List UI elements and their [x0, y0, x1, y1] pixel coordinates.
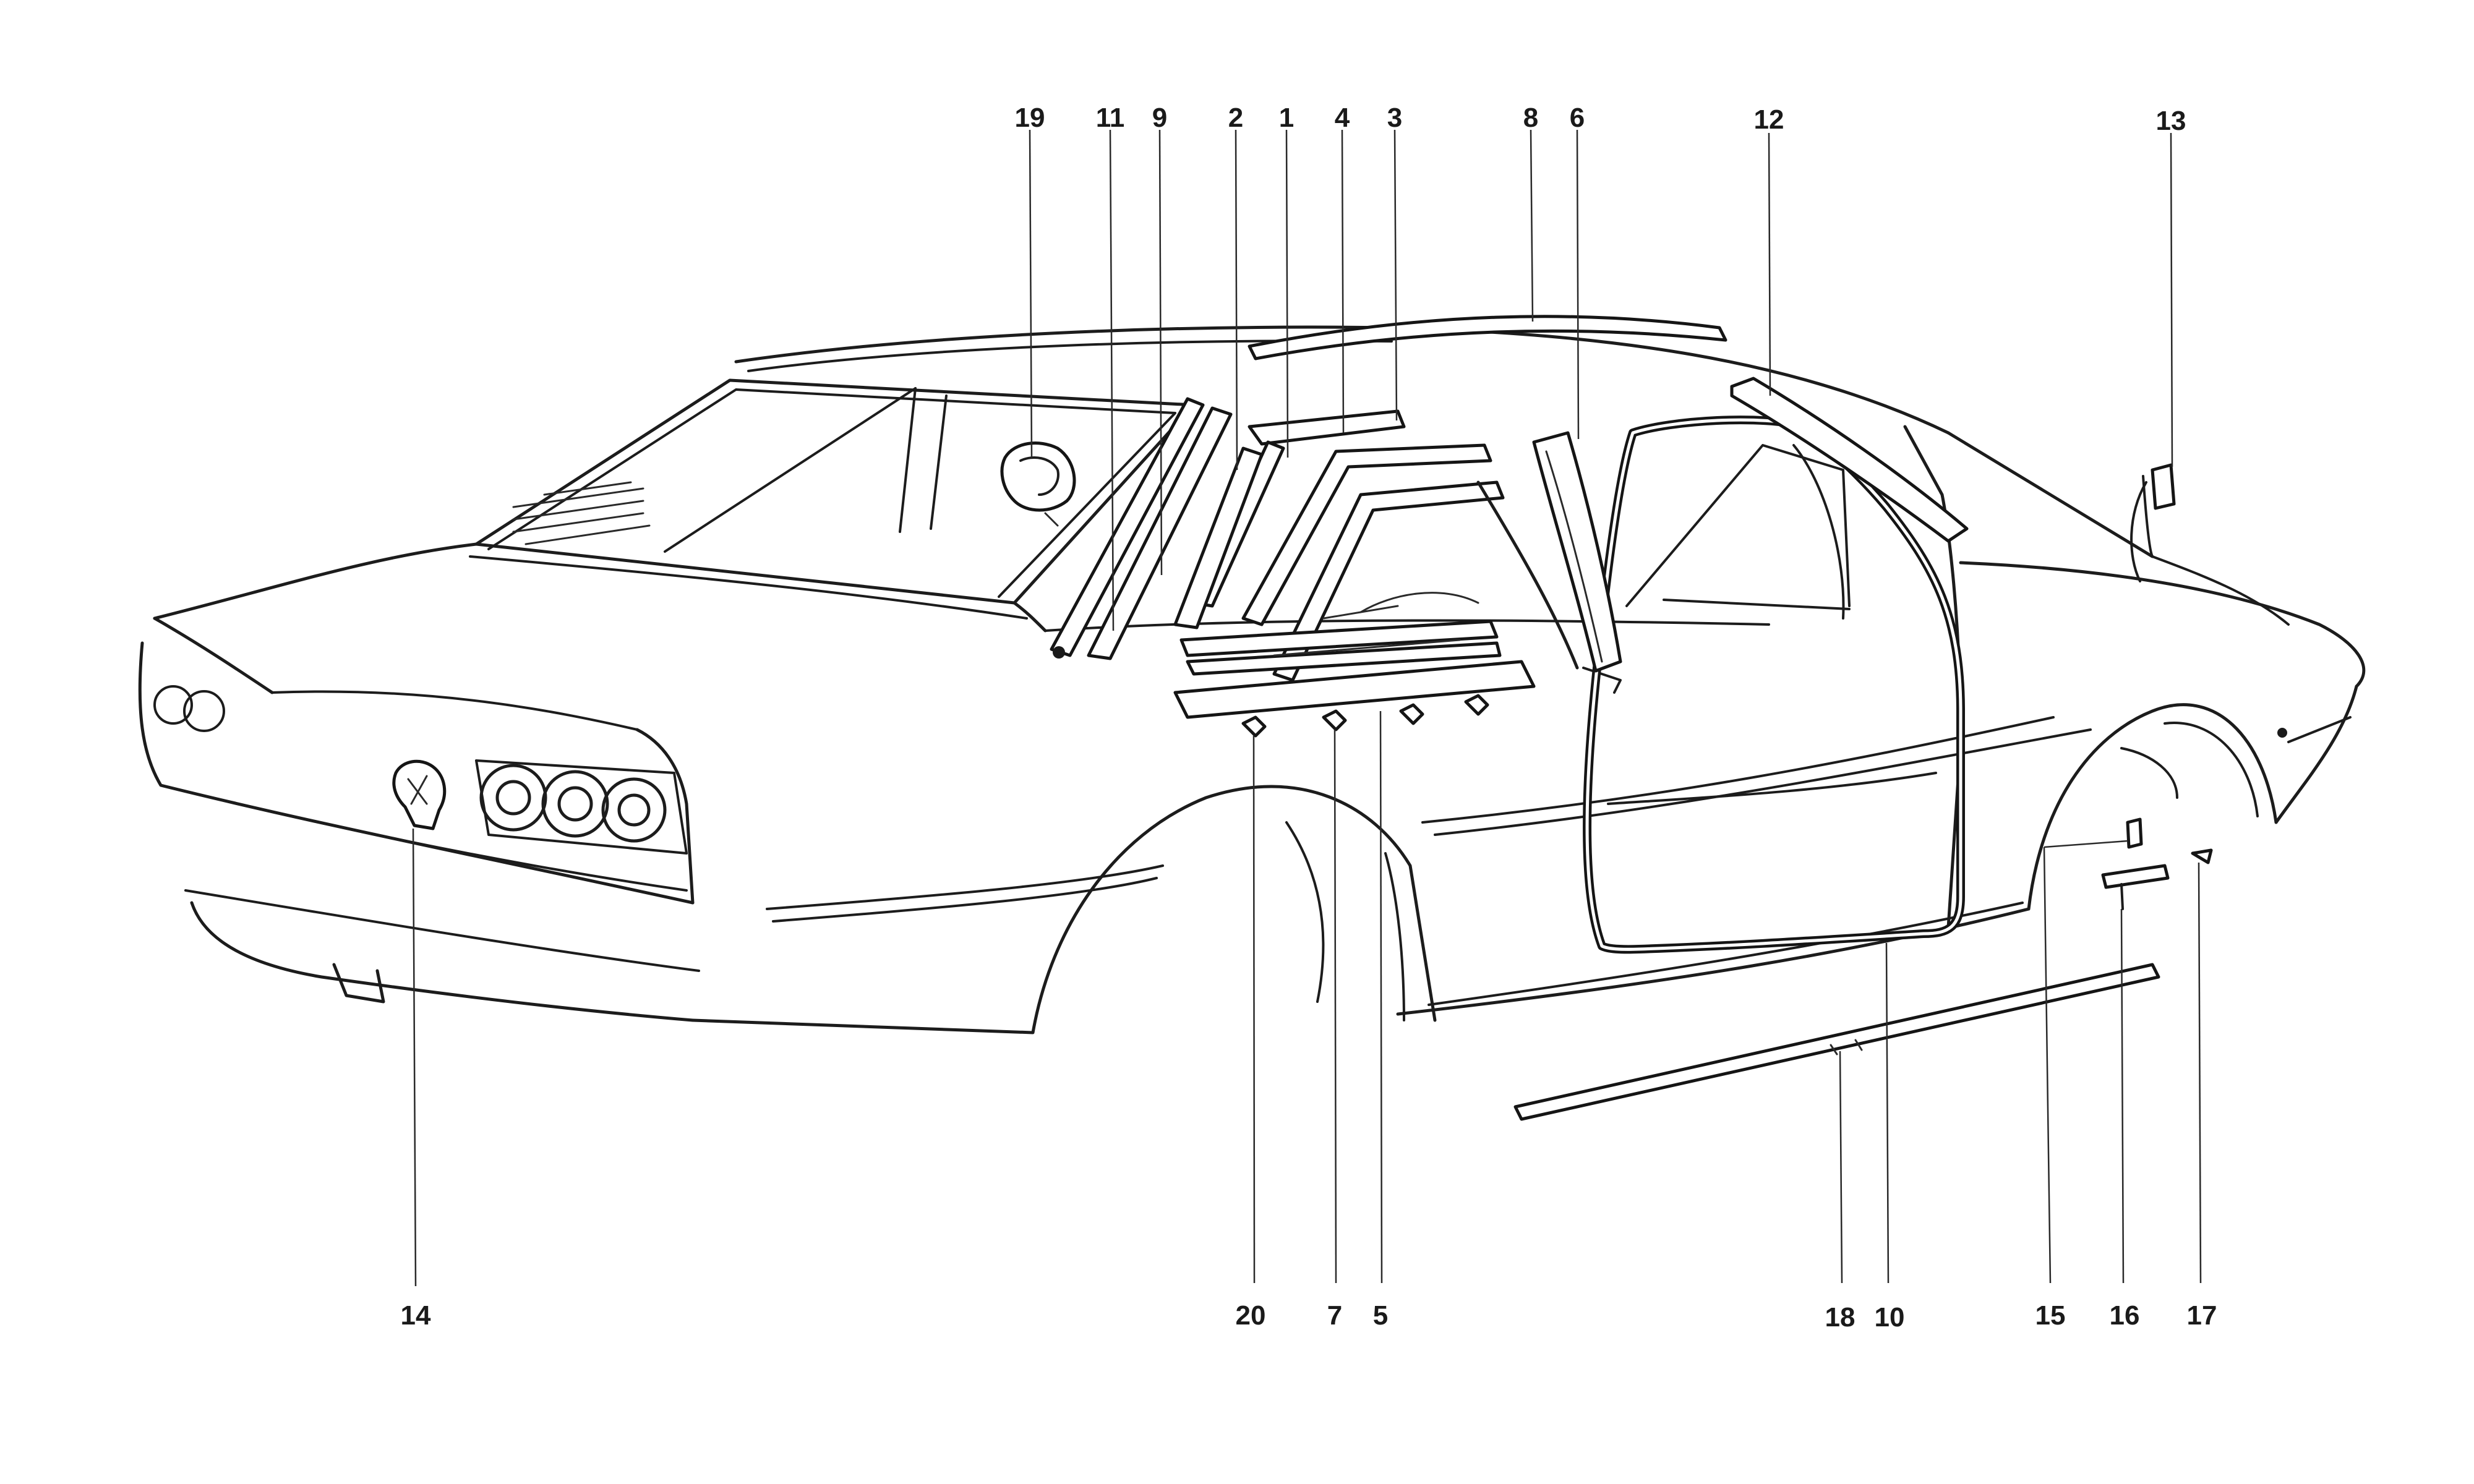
- callout-14: 14: [401, 1300, 431, 1331]
- clips-parts-7-20: [1241, 694, 1489, 738]
- callout-1: 1: [1279, 103, 1294, 133]
- pillar-cover-part-6: [1532, 431, 1622, 673]
- callout-8: 8: [1523, 103, 1538, 133]
- callout-2: 2: [1228, 103, 1243, 133]
- callout-4: 4: [1335, 103, 1350, 133]
- rocker-moulding-part-18: [1513, 963, 2160, 1121]
- quarter-trim-parts-9-11: [1050, 397, 1233, 660]
- callout-11: 11: [1096, 103, 1125, 133]
- callout-16: 16: [2110, 1300, 2140, 1331]
- hardware-parts-15-16-17: [2101, 817, 2213, 910]
- callout-18: 18: [1825, 1302, 1856, 1333]
- rear-badge-part-14: [392, 759, 447, 830]
- callout-labels: 19 11 9 2 1 4 3 8 6 12 13 14 20 7 5 18 1…: [401, 103, 2217, 1333]
- drip-moulding-part-12: [1730, 377, 1969, 543]
- callout-12: 12: [1754, 104, 1784, 135]
- callout-7: 7: [1327, 1300, 1342, 1331]
- leader-lines: [412, 129, 2202, 1287]
- roof-rail-trim-part-8: [1248, 315, 1727, 360]
- callout-5: 5: [1373, 1300, 1388, 1331]
- side-mirror-part-13: [2130, 463, 2176, 582]
- callout-19: 19: [1015, 103, 1045, 133]
- car-body: [138, 325, 2366, 1034]
- callout-15: 15: [2035, 1300, 2066, 1331]
- callout-9: 9: [1152, 103, 1167, 133]
- emblem-part-19: [1000, 441, 1076, 527]
- window-frame-parts: [1173, 409, 1579, 719]
- callout-10: 10: [1875, 1302, 1905, 1333]
- callout-3: 3: [1387, 103, 1402, 133]
- callout-13: 13: [2156, 106, 2186, 136]
- callout-17: 17: [2187, 1300, 2217, 1331]
- callout-20: 20: [1236, 1300, 1266, 1331]
- callout-6: 6: [1570, 103, 1585, 133]
